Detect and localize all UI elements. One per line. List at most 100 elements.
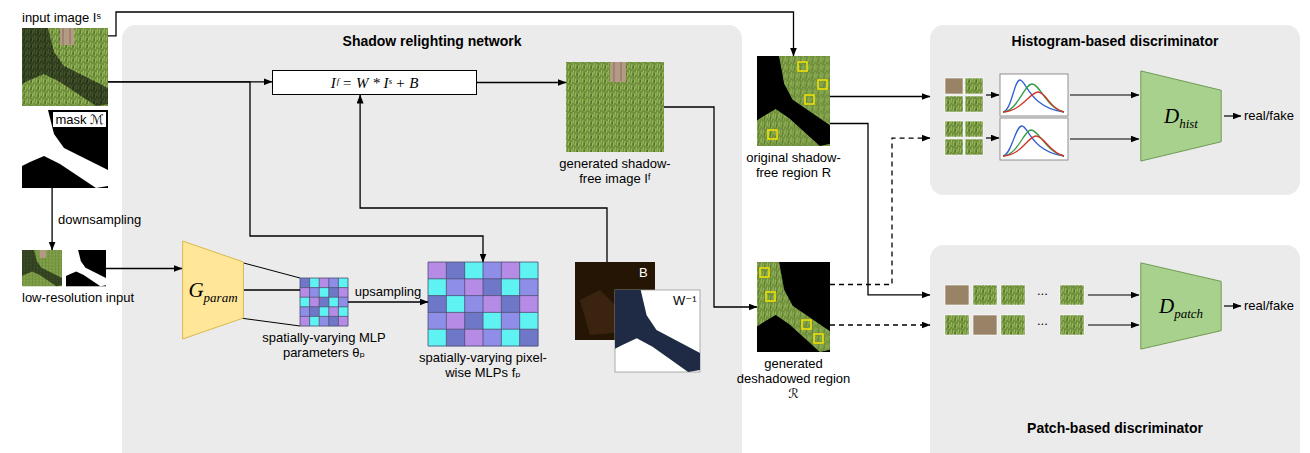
deshadowed-region-part-part — [814, 334, 823, 343]
input-photo-part — [22, 28, 108, 106]
mlp-grid-cells-part — [446, 312, 465, 329]
lowres-photo-part — [40, 250, 47, 258]
deshadowed-region-part-part — [757, 262, 830, 352]
mlp-grid-lines — [428, 262, 538, 346]
param-grid-cells-part — [300, 316, 310, 326]
patch-samples — [945, 285, 1084, 335]
original-region-part-part — [818, 80, 827, 89]
mlp-grid-cells-part — [465, 312, 484, 329]
block-subscript: patch — [1174, 306, 1203, 321]
histogram-plot-part — [1003, 80, 1064, 112]
lowres-photo-part — [22, 250, 62, 286]
mlp-grid-cells-part — [483, 296, 502, 313]
param-grid-cells-part — [338, 288, 348, 298]
original-region-part-part — [768, 130, 777, 139]
histogram-patches-part — [965, 96, 983, 112]
histogram-plot-part — [1003, 92, 1064, 112]
input-photo-part — [22, 28, 108, 106]
trapezoid-shape — [1141, 71, 1221, 161]
histogram-plot-part — [1003, 84, 1064, 112]
flow-arrows-part — [986, 137, 999, 138]
caption: mask ℳ — [53, 112, 106, 127]
flow-arrows-part — [1070, 138, 1139, 139]
histogram-plot-part — [1003, 130, 1064, 156]
histogram-patches-part — [945, 121, 963, 137]
param-grid-cells-part — [319, 307, 329, 317]
region-node: generated deshadowed region ℛ — [757, 262, 830, 352]
input-image-node: input image Iˢ — [22, 28, 108, 106]
panel-title: Shadow relighting network — [122, 33, 742, 50]
original-region — [757, 56, 830, 146]
mlp-grid-cells-part — [520, 312, 539, 329]
param-grid-cells-part — [300, 297, 310, 307]
original-region-part — [768, 62, 827, 139]
deshadowed-region — [757, 262, 830, 352]
block-label: Gparam — [182, 240, 244, 340]
histogram-plot-part — [1000, 74, 1068, 116]
histogram-patches-part — [965, 121, 983, 137]
param-grid-cells-part — [300, 307, 310, 317]
input-photo-part — [60, 28, 74, 45]
mlp-grid-cells-part — [428, 329, 447, 346]
block-subscript: param — [204, 290, 238, 305]
mlp-grid-cells-part — [428, 296, 447, 313]
connector — [477, 82, 566, 83]
panel-title: Histogram-based discriminator — [930, 33, 1300, 50]
histogram-patches — [945, 78, 983, 155]
histogram-plot — [1000, 74, 1068, 160]
param-grid-cells-part — [319, 288, 329, 298]
mlp-grid-cells-part — [501, 279, 520, 296]
original-region-part — [757, 56, 830, 146]
lowres-mask-part — [66, 250, 106, 286]
connector — [108, 12, 794, 56]
mlp-grid-cells-part — [446, 329, 465, 346]
mlp-grid-cells-part — [428, 262, 447, 279]
param-grid-cells-part — [310, 278, 320, 288]
flow-arrows-part — [1070, 94, 1139, 95]
histogram-patches-part — [945, 78, 963, 94]
mlp-grid-cells-part — [501, 329, 520, 346]
mask-image-part — [22, 110, 108, 188]
param-grid-lines — [300, 278, 348, 326]
patch-samples-part — [1060, 285, 1084, 305]
discriminator-panel: Patch-based discriminatorDpatch — [930, 245, 1300, 453]
generated-photo-part — [614, 62, 621, 82]
mlp-grid-cells-part — [501, 296, 520, 313]
connector — [830, 96, 930, 97]
deshadowed-region-part-part — [766, 292, 775, 301]
deshadowed-region-part-part — [802, 320, 811, 329]
output-label: real/fake — [1244, 108, 1294, 123]
panel-grounds-part — [122, 25, 742, 453]
lowres-mask-part — [66, 250, 106, 286]
block-symbol: G — [188, 278, 203, 302]
caption: generated shadow-free image Iᶠ — [556, 156, 674, 186]
panel-grounds-part — [930, 245, 1300, 453]
mlp-grid-cells-part — [520, 279, 539, 296]
patch-samples-part — [945, 315, 969, 335]
connector — [244, 289, 300, 290]
mlp-grid-cells-part — [465, 296, 484, 313]
panel-grounds — [122, 25, 1300, 453]
connector — [108, 82, 483, 262]
block-label-wrap: Dhist — [1164, 104, 1198, 128]
block-label-wrap: Gparam — [188, 278, 237, 302]
histogram-plot-part — [1000, 118, 1068, 160]
trapezoid-shape — [183, 241, 244, 339]
param-grid-cells — [300, 278, 348, 326]
generated-image-node: generated shadow-free image Iᶠ — [566, 62, 664, 152]
generated-photo — [566, 62, 664, 152]
discriminator-block: Dpatch — [1140, 262, 1222, 350]
generated-photo-part — [566, 62, 664, 152]
param-grid-cells-part — [329, 297, 339, 307]
weight-map-part-part — [615, 290, 700, 372]
generator-fan-part — [240, 262, 300, 278]
mlp-grid-cells-part — [483, 279, 502, 296]
histogram-plot-part — [1003, 136, 1064, 156]
generator-fan — [240, 262, 300, 326]
param-grid-cells-part — [319, 278, 329, 288]
deshadowed-region-part-part — [757, 262, 830, 352]
caption: low-resolution input — [22, 290, 134, 305]
param-grid-cells-part — [329, 288, 339, 298]
mlp-grid-cells-part — [446, 279, 465, 296]
